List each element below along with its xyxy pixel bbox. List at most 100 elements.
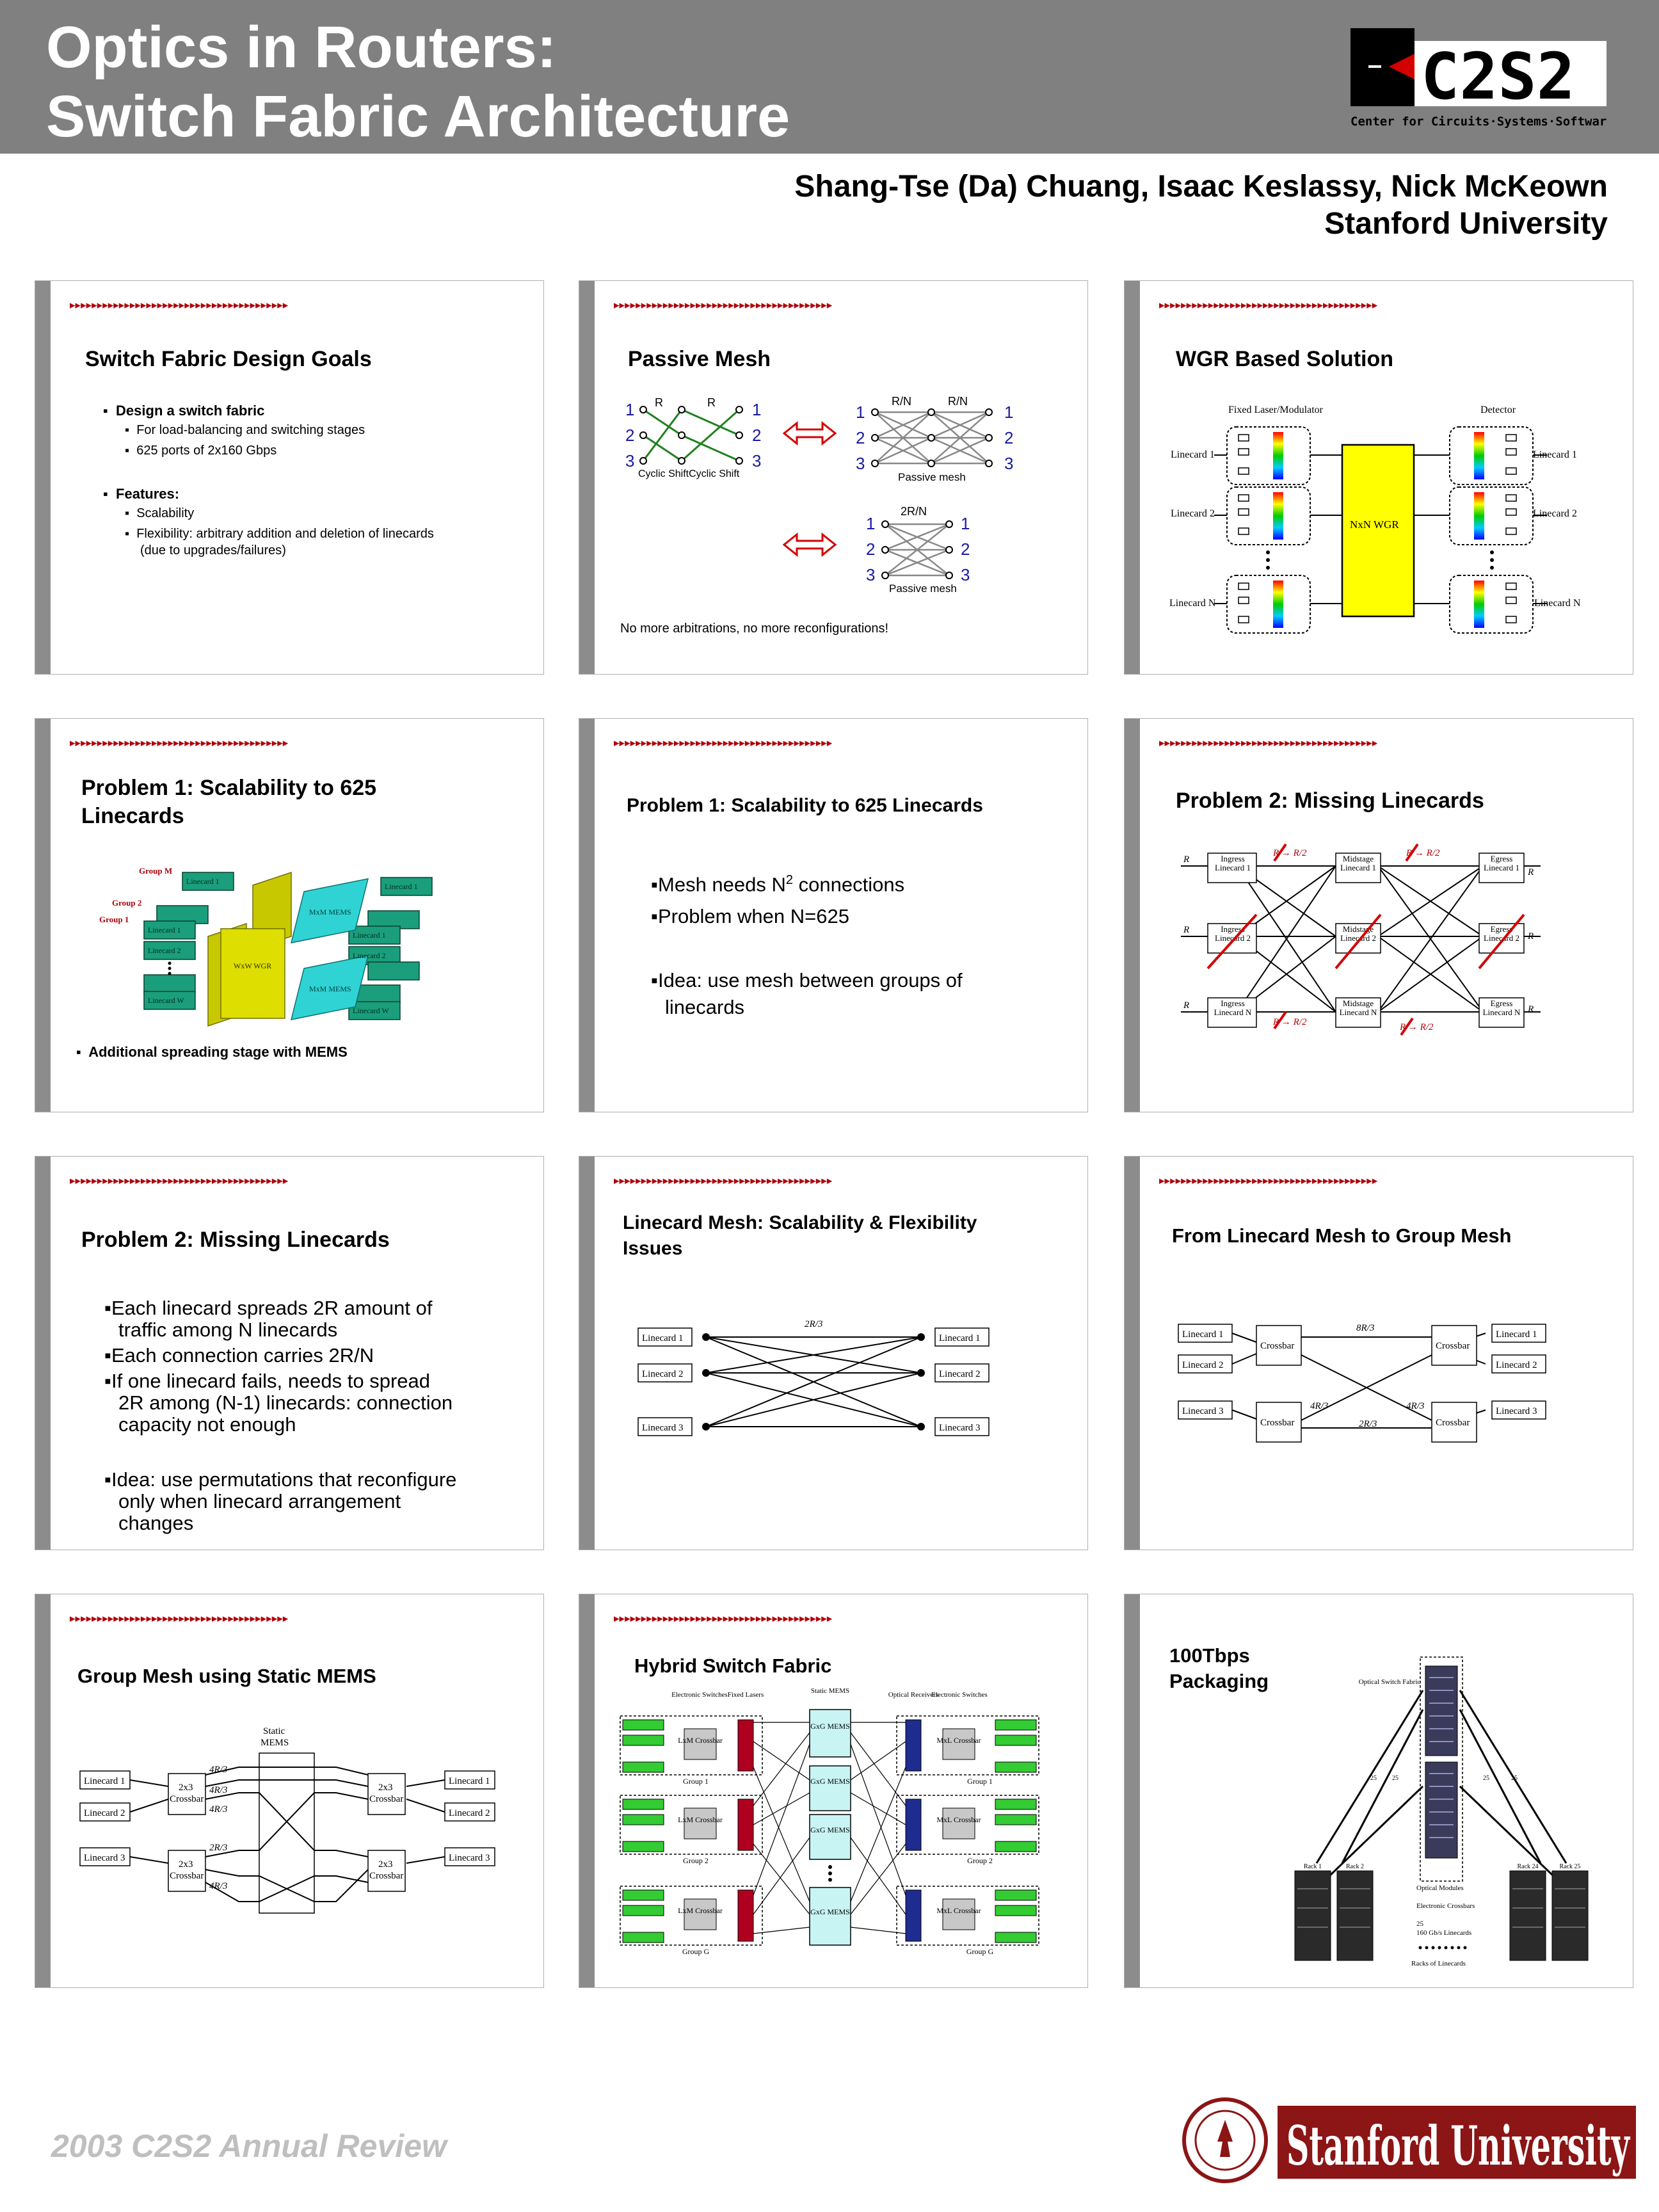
group-label: Group 2 <box>967 1856 993 1865</box>
crossbar-label: MxL Crossbar <box>936 1906 981 1915</box>
crossbar-size-label: 2x3 <box>378 1859 393 1870</box>
bullet-continued: linecards <box>665 996 745 1018</box>
slide-arrow-decoration: ▸▸▸▸▸▸▸▸▸▸▸▸▸▸▸▸▸▸▸▸▸▸▸▸▸▸▸▸▸▸▸▸▸▸▸▸▸▸▸▸ <box>614 1174 833 1187</box>
linecard-label: Linecard N <box>1169 598 1216 609</box>
rate-label: 4R/3 <box>209 1785 227 1795</box>
midstage-linecard-label: Midstage Linecard N <box>1339 999 1377 1018</box>
crossbar-size-label: 2x3 <box>378 1783 393 1793</box>
rate-label: 4R/3 <box>1406 1401 1424 1411</box>
egress-linecard-label: Egress Linecard 1 <box>1484 854 1519 873</box>
slide-title-line2: Issues <box>623 1238 683 1259</box>
bullet-continued: capacity not enough <box>118 1413 296 1436</box>
bullet-text: 625 ports of 2x160 Gbps <box>136 444 277 458</box>
mems-label: GxG MEMS <box>810 1825 850 1834</box>
double-arrow-icon <box>782 532 837 557</box>
port-label: 2 <box>856 428 865 447</box>
port-label: 3 <box>866 565 875 584</box>
slide-arrow-decoration: ▸▸▸▸▸▸▸▸▸▸▸▸▸▸▸▸▸▸▸▸▸▸▸▸▸▸▸▸▸▸▸▸▸▸▸▸▸▸▸▸ <box>614 737 833 749</box>
slide-title: Hybrid Switch Fabric <box>634 1655 832 1677</box>
port-label: 1 <box>866 514 875 533</box>
port-label: 2 <box>866 540 875 559</box>
poster-title-line2: Switch Fabric Architecture <box>46 84 790 149</box>
bullet: ▪Each connection carries 2R/N <box>104 1344 374 1366</box>
port-label: 1 <box>752 400 761 419</box>
bullet: ▪Mesh needs N2 connections <box>651 873 905 896</box>
column-label: Static MEMS <box>811 1687 849 1695</box>
rate-label: R <box>1183 1000 1189 1011</box>
passive-mesh-diagram: 1 2 3 1 2 3 R R Cyclic ShiftCyclic Shift… <box>625 395 1013 595</box>
slide-group-mesh-static-mems: ▸▸▸▸▸▸▸▸▸▸▸▸▸▸▸▸▸▸▸▸▸▸▸▸▸▸▸▸▸▸▸▸▸▸▸▸▸▸▸▸… <box>35 1594 544 1988</box>
bullet-continued: 2R among (N-1) linecards: connection <box>118 1391 453 1414</box>
bullet: ▪ Features: <box>103 486 180 502</box>
group-label: Group 2 <box>112 898 141 908</box>
bullet-text: connections <box>793 873 905 896</box>
slide-arrow-decoration: ▸▸▸▸▸▸▸▸▸▸▸▸▸▸▸▸▸▸▸▸▸▸▸▸▸▸▸▸▸▸▸▸▸▸▸▸▸▸▸▸ <box>70 737 289 749</box>
sub-bullet: ▪ 625 ports of 2x160 Gbps <box>125 444 277 458</box>
bullet-text: If one linecard fails, needs to spread <box>111 1370 431 1392</box>
slide-title: Problem 1: Scalability to 625 Linecards <box>627 795 983 816</box>
slide-100tbps-packaging: 100Tbps Packaging Optical Switch Fabric … <box>1124 1594 1633 1988</box>
crossbar-label: MxL Crossbar <box>936 1736 981 1745</box>
electronic-crossbar-label: Electronic Crossbars <box>1416 1902 1475 1910</box>
rate-label: R <box>707 396 716 409</box>
rate-label: R <box>1527 931 1534 942</box>
authors: Shang-Tse (Da) Chuang, Isaac Keslassy, N… <box>794 170 1608 204</box>
slide-problem2-missing-diagram: ▸▸▸▸▸▸▸▸▸▸▸▸▸▸▸▸▸▸▸▸▸▸▸▸▸▸▸▸▸▸▸▸▸▸▸▸▸▸▸▸… <box>1124 718 1633 1112</box>
linecard-label: Linecard 1 <box>186 877 220 886</box>
optical-switch-label: Optical Switch Fabric <box>1359 1678 1421 1686</box>
linecard-desc-label: 160 Gb/s Linecards <box>1416 1929 1471 1937</box>
bullet-text: Mesh needs N <box>658 873 786 896</box>
static-mems-label: MEMS <box>260 1738 289 1748</box>
slide-title: Problem 2: Missing Linecards <box>81 1228 390 1252</box>
crossbar-label: LxM Crossbar <box>678 1815 723 1824</box>
group-label: Group 2 <box>683 1856 709 1865</box>
slide-problem2-missing-text: ▸▸▸▸▸▸▸▸▸▸▸▸▸▸▸▸▸▸▸▸▸▸▸▸▸▸▸▸▸▸▸▸▸▸▸▸▸▸▸▸… <box>35 1156 544 1550</box>
bullet-text: Features: <box>116 486 180 502</box>
bullet-text: For load-balancing and switching stages <box>136 423 365 437</box>
linecard-label: Linecard 1 <box>642 1333 684 1343</box>
bullet: ▪If one linecard fails, needs to spread <box>104 1370 431 1392</box>
linecard-label: Linecard 3 <box>1182 1406 1224 1416</box>
fiber-count-label: 25 <box>1511 1775 1518 1782</box>
egress-linecard-label: Egress Linecard 2 <box>1484 925 1519 943</box>
hybrid-fabric-diagram: Electronic Switches Fixed Lasers Static … <box>620 1687 1039 1956</box>
slide-hybrid-switch-fabric: ▸▸▸▸▸▸▸▸▸▸▸▸▸▸▸▸▸▸▸▸▸▸▸▸▸▸▸▸▸▸▸▸▸▸▸▸▸▸▸▸… <box>579 1594 1088 1988</box>
sub-bullet-continued: (due to upgrades/failures) <box>140 543 286 557</box>
rack-label: Rack 2 <box>1346 1863 1364 1870</box>
group-label: Group G <box>682 1947 710 1956</box>
rate-label: 4R/3 <box>1310 1401 1328 1411</box>
c2s2-logo-subtitle: Center for Circuits·Systems·Software <box>1350 115 1607 129</box>
column-label: Electronic Switches <box>931 1691 988 1699</box>
port-label: 1 <box>856 403 865 422</box>
port-label: 2 <box>625 426 634 445</box>
linecard-label: Linecard 2 <box>1182 1360 1224 1370</box>
rate-label: 2R/3 <box>209 1843 227 1853</box>
slide-arrow-decoration: ▸▸▸▸▸▸▸▸▸▸▸▸▸▸▸▸▸▸▸▸▸▸▸▸▸▸▸▸▸▸▸▸▸▸▸▸▸▸▸▸ <box>1159 299 1378 312</box>
bullet: ▪ Design a switch fabric <box>103 403 265 419</box>
group-label: Group 1 <box>99 915 129 924</box>
rate-label: 2R/3 <box>1359 1419 1377 1429</box>
wgr-label: NxN WGR <box>1350 518 1399 531</box>
crossbar-label: Crossbar <box>1436 1418 1470 1428</box>
linecard-label: Linecard 2 <box>148 946 181 955</box>
bullet-text: Additional spreading stage with MEMS <box>88 1044 348 1060</box>
column-label: Fixed Lasers <box>728 1691 764 1699</box>
port-label: 3 <box>625 451 634 470</box>
linecard-label: Linecard W <box>353 1006 389 1015</box>
linecard-label: Linecard 2 <box>642 1369 684 1379</box>
linecard-label: Linecard 1 <box>148 926 181 934</box>
cyclic-shift-caption: Cyclic ShiftCyclic Shift <box>638 469 740 479</box>
fiber-count-label: 25 <box>1392 1775 1399 1782</box>
slide-arrow-decoration: ▸▸▸▸▸▸▸▸▸▸▸▸▸▸▸▸▸▸▸▸▸▸▸▸▸▸▸▸▸▸▸▸▸▸▸▸▸▸▸▸ <box>70 1174 289 1187</box>
rate-label: 2R/N <box>901 505 927 518</box>
port-label: 3 <box>856 454 865 473</box>
bullet: ▪Idea: use mesh between groups of <box>651 969 963 991</box>
slide-title: Group Mesh using Static MEMS <box>77 1665 376 1687</box>
slide-title: Switch Fabric Design Goals <box>85 347 372 371</box>
crossbar-label: LxM Crossbar <box>678 1736 723 1745</box>
failure-strike-icon <box>1206 843 1525 1036</box>
linecard-count-label: 25 <box>1416 1920 1424 1928</box>
mems-label: GxG MEMS <box>810 1777 850 1786</box>
linecard-label: Linecard 2 <box>84 1808 125 1818</box>
crossbar-label: Crossbar <box>369 1871 403 1881</box>
